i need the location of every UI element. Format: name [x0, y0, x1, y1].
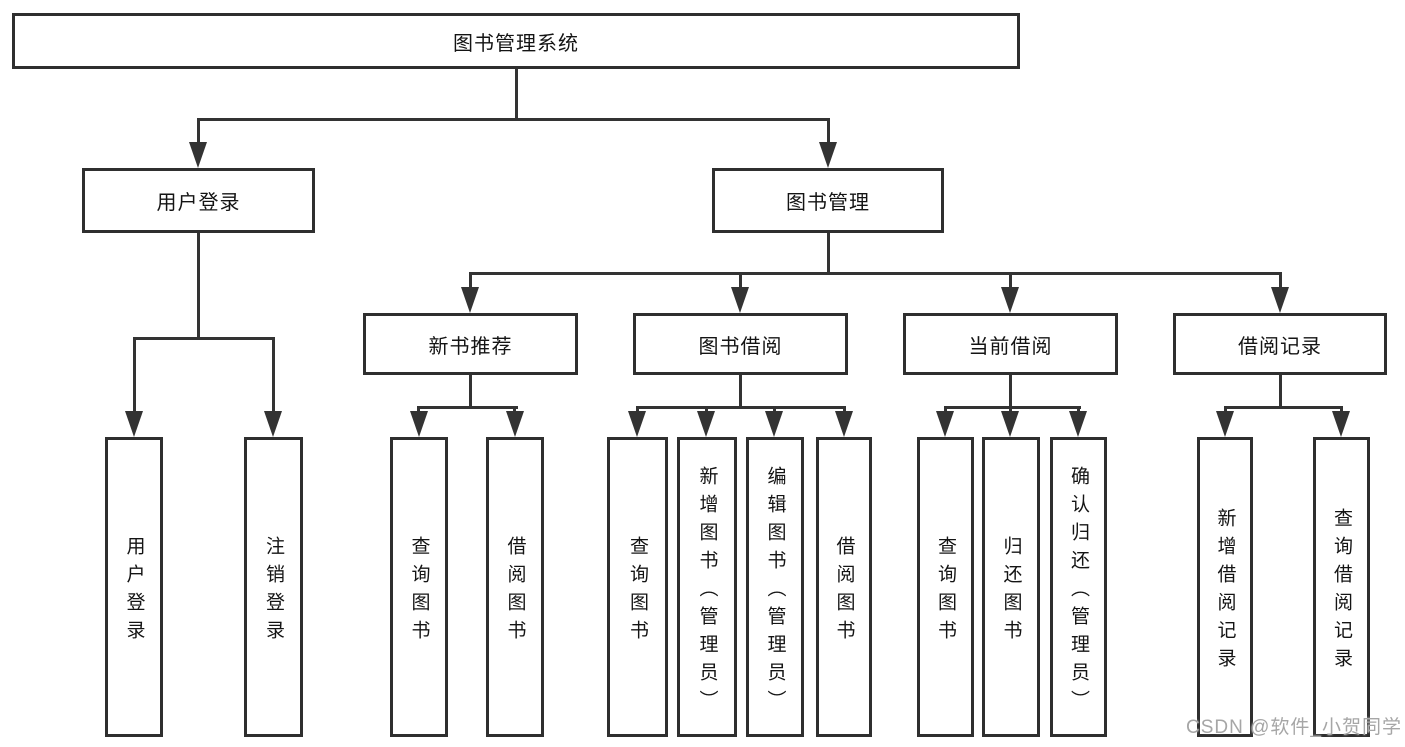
connector-newbook-hbar	[417, 406, 518, 409]
connector-stem	[1009, 406, 1012, 415]
leaf-borrow-books: 借阅图书	[816, 437, 872, 737]
node-book-borrowing: 图书借阅	[633, 313, 848, 375]
node-current-borrowing: 当前借阅	[903, 313, 1118, 375]
leaf-confirm-return-admin: 确认归还（管理员）	[1050, 437, 1107, 737]
arrowhead-icon	[264, 411, 282, 437]
arrowhead-icon	[1332, 411, 1350, 437]
node-book-management: 图书管理	[712, 168, 944, 233]
connector-root-drop	[515, 68, 518, 121]
connector-stem	[636, 406, 639, 415]
connector-stem	[773, 406, 776, 415]
connector-stem	[944, 406, 947, 415]
leaf-return-books: 归还图书	[982, 437, 1040, 737]
leaf-query-books: 查询图书	[917, 437, 974, 737]
connector-stem	[1279, 272, 1282, 291]
arrowhead-icon	[936, 411, 954, 437]
arrowhead-icon	[189, 142, 207, 168]
leaf-add-borrow-record: 新增借阅记录	[1197, 437, 1253, 737]
arrowhead-icon	[628, 411, 646, 437]
leaf-add-books-admin: 新增图书（管理员）	[677, 437, 737, 737]
connector-stem	[197, 118, 200, 146]
arrowhead-icon	[1001, 411, 1019, 437]
connector-current-hbar	[944, 406, 1081, 409]
connector-stem	[1224, 406, 1227, 415]
connector-user-drop	[197, 233, 200, 340]
connector-stem	[1340, 406, 1343, 415]
leaf-edit-books-admin: 编辑图书（管理员）	[746, 437, 804, 737]
connector-stem	[705, 406, 708, 415]
arrowhead-icon	[731, 287, 749, 313]
connector-stem	[272, 337, 275, 415]
connector-stem	[469, 272, 472, 291]
connector-book-drop	[827, 233, 830, 275]
arrowhead-icon	[765, 411, 783, 437]
arrowhead-icon	[1069, 411, 1087, 437]
leaf-logout: 注销登录	[244, 437, 303, 737]
node-user-login: 用户登录	[82, 168, 315, 233]
arrowhead-icon	[1271, 287, 1289, 313]
connector-stem	[827, 118, 830, 146]
connector-stem	[133, 337, 136, 415]
connector-stem	[739, 272, 742, 291]
arrowhead-icon	[697, 411, 715, 437]
connector-records-drop	[1279, 375, 1282, 408]
arrowhead-icon	[410, 411, 428, 437]
connector-stem	[843, 406, 846, 415]
arrowhead-icon	[1216, 411, 1234, 437]
connector-records-hbar	[1224, 406, 1343, 409]
leaf-query-books: 查询图书	[390, 437, 448, 737]
connector-level2-hbar	[197, 118, 830, 121]
arrowhead-icon	[1001, 287, 1019, 313]
leaf-query-books: 查询图书	[607, 437, 668, 737]
connector-stem	[417, 406, 420, 415]
node-library-management-system: 图书管理系统	[12, 13, 1020, 69]
connector-user-hbar	[133, 337, 275, 340]
arrowhead-icon	[819, 142, 837, 168]
leaf-query-borrow-record: 查询借阅记录	[1313, 437, 1370, 737]
node-borrowing-records: 借阅记录	[1173, 313, 1387, 375]
arrowhead-icon	[835, 411, 853, 437]
csdn-watermark: CSDN @软件_小贺同学	[1186, 717, 1402, 738]
connector-borrow-drop	[739, 375, 742, 408]
node-new-book-recommend: 新书推荐	[363, 313, 578, 375]
connector-stem	[1077, 406, 1080, 415]
connector-current-drop	[1009, 375, 1012, 408]
connector-stem	[513, 406, 516, 415]
leaf-borrow-books: 借阅图书	[486, 437, 544, 737]
leaf-user-login: 用户登录	[105, 437, 163, 737]
connector-level3-hbar	[469, 272, 1282, 275]
connector-newbook-drop	[469, 375, 472, 408]
connector-borrow-hbar	[636, 406, 846, 409]
arrowhead-icon	[461, 287, 479, 313]
arrowhead-icon	[125, 411, 143, 437]
connector-stem	[1009, 272, 1012, 291]
arrowhead-icon	[506, 411, 524, 437]
